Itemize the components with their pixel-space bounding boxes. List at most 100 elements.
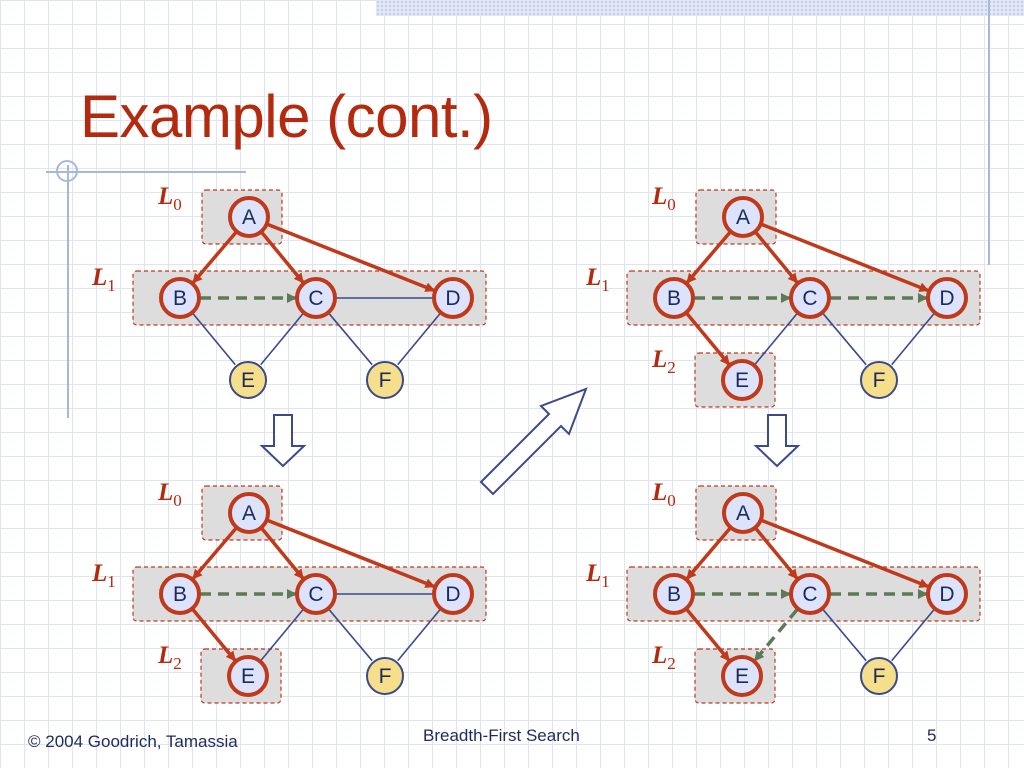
unexplored-edge-C-E (260, 608, 304, 662)
discovery-edge-B-E (191, 608, 237, 662)
vertex-A: A (228, 492, 270, 534)
level-label-L0: L0 (651, 479, 676, 510)
level-label-L2: L2 (651, 346, 676, 377)
vertex-label: D (445, 287, 460, 310)
discovery-edge-A-D (760, 222, 930, 293)
vertex-label: E (241, 665, 255, 688)
unexplored-edge-D-F (891, 312, 935, 366)
vertex-label: A (242, 206, 256, 229)
vertex-label: F (379, 369, 392, 392)
vertex-A: A (722, 492, 764, 534)
hollow-arrow-down-icon (259, 414, 307, 468)
vertex-E: E (721, 655, 763, 697)
vertex-F: F (366, 657, 404, 695)
vertex-label: A (736, 502, 750, 525)
vertex-label: C (308, 287, 323, 310)
unexplored-edge-C-E (754, 312, 798, 366)
discovery-edge-A-C (754, 527, 799, 580)
discovery-edge-A-D (266, 222, 436, 293)
unexplored-edge-C-F (822, 312, 867, 366)
vertex-label: B (667, 287, 681, 310)
vertex-label: F (873, 665, 886, 688)
discovery-edge-A-B (191, 231, 238, 284)
level-label-L2: L2 (157, 642, 182, 673)
level-label-L0: L0 (157, 183, 182, 214)
vertex-F: F (860, 657, 898, 695)
unexplored-edge-C-F (328, 312, 373, 366)
unexplored-edge-C-E (260, 312, 304, 366)
vertex-C: C (295, 277, 337, 319)
unexplored-edge-D-F (397, 312, 441, 366)
level-label-L1: L1 (91, 264, 116, 295)
discovery-edge-A-B (191, 527, 238, 580)
vertex-E: E (227, 655, 269, 697)
unexplored-edge-C-F (822, 608, 867, 662)
vertex-label: D (939, 583, 954, 606)
level-label-L0: L0 (157, 479, 182, 510)
vertex-E: E (229, 361, 267, 399)
vertex-D: D (926, 573, 968, 615)
discovery-edge-A-C (754, 231, 799, 284)
level-label-L1: L1 (585, 264, 610, 295)
vertex-label: B (173, 287, 187, 310)
discovery-edge-A-B (685, 231, 732, 284)
unexplored-edge-D-F (397, 608, 441, 662)
vertex-label: B (173, 583, 187, 606)
vertex-label: E (735, 665, 749, 688)
unexplored-edge-D-F (891, 608, 935, 662)
vertex-D: D (432, 573, 474, 615)
vertex-label: A (242, 502, 256, 525)
vertex-F: F (860, 361, 898, 399)
vertex-E: E (721, 359, 763, 401)
vertex-label: E (735, 369, 749, 392)
title-underline-rule (46, 171, 246, 173)
vertex-label: D (445, 583, 460, 606)
vertex-B: B (653, 573, 695, 615)
vertex-C: C (295, 573, 337, 615)
vertex-C: C (789, 573, 831, 615)
vertex-A: A (722, 196, 764, 238)
slide-title: Example (cont.) (80, 83, 493, 150)
vertex-A: A (228, 196, 270, 238)
discovery-edge-A-C (260, 231, 305, 284)
vertex-D: D (432, 277, 474, 319)
level-label-L1: L1 (91, 560, 116, 591)
vertex-label: F (379, 665, 392, 688)
discovery-edge-B-E (685, 608, 731, 662)
level-label-L1: L1 (585, 560, 610, 591)
crosshair-icon (56, 160, 78, 182)
vertex-label: E (241, 369, 255, 392)
footer-topic: Breadth-First Search (423, 726, 580, 745)
cross-edge-C-E (753, 608, 799, 662)
hollow-arrow-down-icon (753, 414, 801, 468)
level-label-L0: L0 (651, 183, 676, 214)
right-decor-rule (988, 0, 990, 265)
left-decor-rule (67, 165, 69, 418)
discovery-edge-A-B (685, 527, 732, 580)
vertex-label: C (802, 287, 817, 310)
hollow-arrow-up-right-icon (479, 387, 588, 496)
vertex-label: F (873, 369, 886, 392)
level-label-L2: L2 (651, 642, 676, 673)
vertex-label: C (308, 583, 323, 606)
vertex-label: D (939, 287, 954, 310)
unexplored-edge-C-F (328, 608, 373, 662)
discovery-edge-A-C (260, 527, 305, 580)
discovery-edge-A-D (266, 518, 436, 589)
discovery-edge-B-E (685, 312, 731, 366)
vertex-C: C (789, 277, 831, 319)
page-number: 5 (927, 726, 937, 745)
vertex-label: A (736, 206, 750, 229)
vertex-B: B (159, 277, 201, 319)
discovery-edge-A-D (760, 518, 930, 589)
vertex-B: B (653, 277, 695, 319)
footer-copyright: © 2004 Goodrich, Tamassia (28, 732, 238, 751)
vertex-label: B (667, 583, 681, 606)
unexplored-edge-B-E (192, 312, 236, 366)
